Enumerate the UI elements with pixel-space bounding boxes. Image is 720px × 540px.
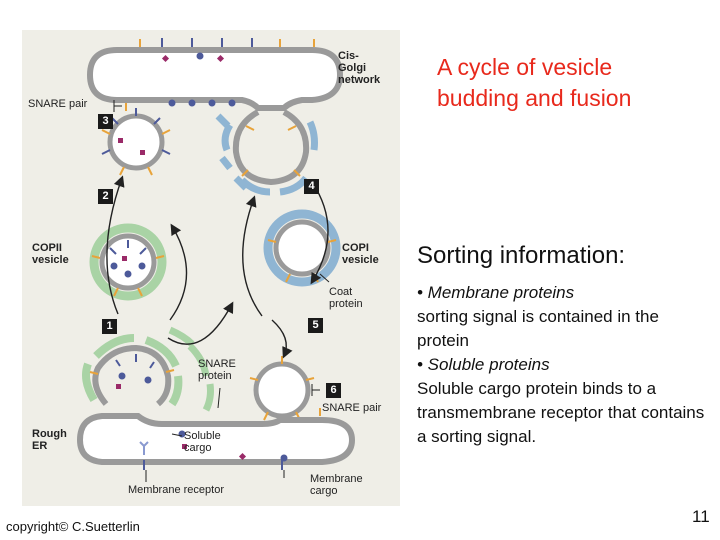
membrane-receptor-mark xyxy=(139,441,149,455)
step-badge-1: 1 xyxy=(102,319,117,334)
label-cis-golgi-line2: Golgi xyxy=(338,62,367,74)
slide-title: A cycle of vesicle budding and fusion xyxy=(437,52,631,114)
label-cis-golgi: Cis- Golgi network xyxy=(338,50,380,86)
page-number: 11 xyxy=(692,507,710,526)
label-rough-er-line2: ER xyxy=(32,440,48,452)
label-copi-line2: vesicle xyxy=(342,254,379,266)
label-snare-pair-top: SNARE pair xyxy=(28,98,88,110)
label-rough-er: Rough ER xyxy=(32,428,67,452)
label-membrane-receptor: Membrane receptor xyxy=(128,484,224,496)
step-badge-5: 5 xyxy=(308,318,323,333)
copyright-notice: copyright© C.Suetterlin xyxy=(6,519,140,534)
slide-title-line2: budding and fusion xyxy=(437,85,632,111)
label-coat-protein: Coat protein xyxy=(329,286,363,310)
vesicle-step1 xyxy=(82,326,214,412)
rough-er-membrane xyxy=(76,413,356,465)
label-membrane-cargo-line2: cargo xyxy=(310,485,338,497)
golgi-snares xyxy=(125,39,315,111)
step-badge-4: 4 xyxy=(304,179,319,194)
label-rough-er-line1: Rough xyxy=(32,428,67,440)
cycle-arrows xyxy=(106,175,329,359)
label-coat-line1: Coat xyxy=(329,286,353,298)
label-cis-golgi-line1: Cis- xyxy=(338,50,359,62)
label-cis-golgi-line3: network xyxy=(338,74,381,86)
label-snare-protein-line1: SNARE xyxy=(198,358,236,370)
label-membrane-cargo-line1: Membrane xyxy=(310,473,363,485)
copii-vesicle xyxy=(89,223,167,301)
sorting-item-soluble-bullet: • Soluble proteins xyxy=(417,355,550,374)
label-soluble-line1: Soluble xyxy=(184,430,221,442)
vesicle-step3 xyxy=(101,108,171,176)
sorting-item-membrane-bullet: • Membrane proteins xyxy=(417,283,575,302)
label-copii-line1: COPII xyxy=(32,242,62,254)
step-badge-3: 3 xyxy=(98,114,113,129)
sorting-item-membrane-text: sorting signal is contained in the prote… xyxy=(417,307,659,350)
copi-vesicle xyxy=(263,209,341,287)
label-copi-line1: COPI xyxy=(342,242,369,254)
golgi-cargo-markers xyxy=(161,38,253,107)
label-soluble-line2: cargo xyxy=(184,442,212,454)
label-snare-pair-bottom: SNARE pair xyxy=(322,402,382,414)
label-membrane-cargo: Membrane cargo xyxy=(310,473,363,497)
slide-title-line1: A cycle of vesicle xyxy=(437,54,613,80)
label-coat-line2: protein xyxy=(329,298,363,310)
leader-lines xyxy=(113,100,330,482)
label-snare-protein-line2: protein xyxy=(198,370,232,382)
step-badge-6: 6 xyxy=(326,383,341,398)
sorting-heading: Sorting information: xyxy=(417,242,626,269)
er-soluble-cargo xyxy=(182,444,247,461)
sorting-item-soluble-text: Soluble cargo protein binds to a transme… xyxy=(417,379,705,446)
label-copi-vesicle: COPI vesicle xyxy=(342,242,379,266)
golgi-soluble-cargo xyxy=(161,54,225,63)
golgi-membrane xyxy=(86,47,344,111)
label-copii-line2: vesicle xyxy=(32,254,69,266)
label-soluble-cargo: Soluble cargo xyxy=(184,430,221,454)
sorting-list: • Membrane proteins sorting signal is co… xyxy=(417,281,707,449)
step-badge-2: 2 xyxy=(98,189,113,204)
label-copii-vesicle: COPII vesicle xyxy=(32,242,69,266)
diagram-graphic xyxy=(76,38,356,482)
label-snare-protein: SNARE protein xyxy=(198,358,236,382)
golgi-bud-right xyxy=(215,109,318,196)
vesicle-cycle-diagram: Cis- Golgi network SNARE pair COPII vesi… xyxy=(22,30,400,506)
vesicle-step6 xyxy=(249,356,315,421)
